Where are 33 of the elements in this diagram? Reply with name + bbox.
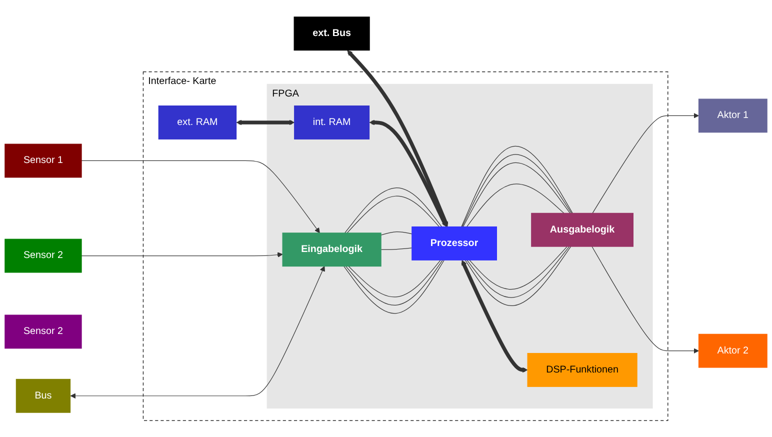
arrow <box>369 120 447 227</box>
arrow <box>461 260 528 372</box>
node-box: ext. RAM <box>158 105 237 140</box>
node-box: Sensor 1 <box>4 144 82 178</box>
node-box: Prozessor <box>412 226 497 260</box>
connector <box>344 187 442 233</box>
arrow <box>592 112 699 214</box>
connector <box>346 196 440 233</box>
arrow <box>81 160 320 233</box>
connector <box>380 247 412 250</box>
arrow <box>81 252 283 258</box>
connector <box>466 183 564 227</box>
connector <box>469 246 568 290</box>
node-box: Bus <box>16 378 71 413</box>
node-box: Sensor 2 <box>4 314 82 348</box>
connector <box>344 260 444 314</box>
node-box: Aktor 1 <box>698 98 768 132</box>
node-box: DSP-Funktionen <box>527 352 638 387</box>
node-box: ext. Bus <box>294 16 370 50</box>
connector <box>464 246 572 306</box>
node-box: Sensor 2 <box>4 238 82 272</box>
connector <box>348 260 441 297</box>
node-box: Ausgabelogik <box>531 212 634 247</box>
connector <box>466 246 570 298</box>
node-box: int. RAM <box>294 105 370 140</box>
connector <box>380 231 412 236</box>
arrow <box>592 246 699 354</box>
arrow <box>70 266 325 398</box>
arrow <box>347 50 448 227</box>
arrow <box>236 120 295 125</box>
node-box: Aktor 2 <box>698 334 768 368</box>
connector <box>346 260 443 306</box>
node-box: Eingabelogik <box>282 232 382 266</box>
